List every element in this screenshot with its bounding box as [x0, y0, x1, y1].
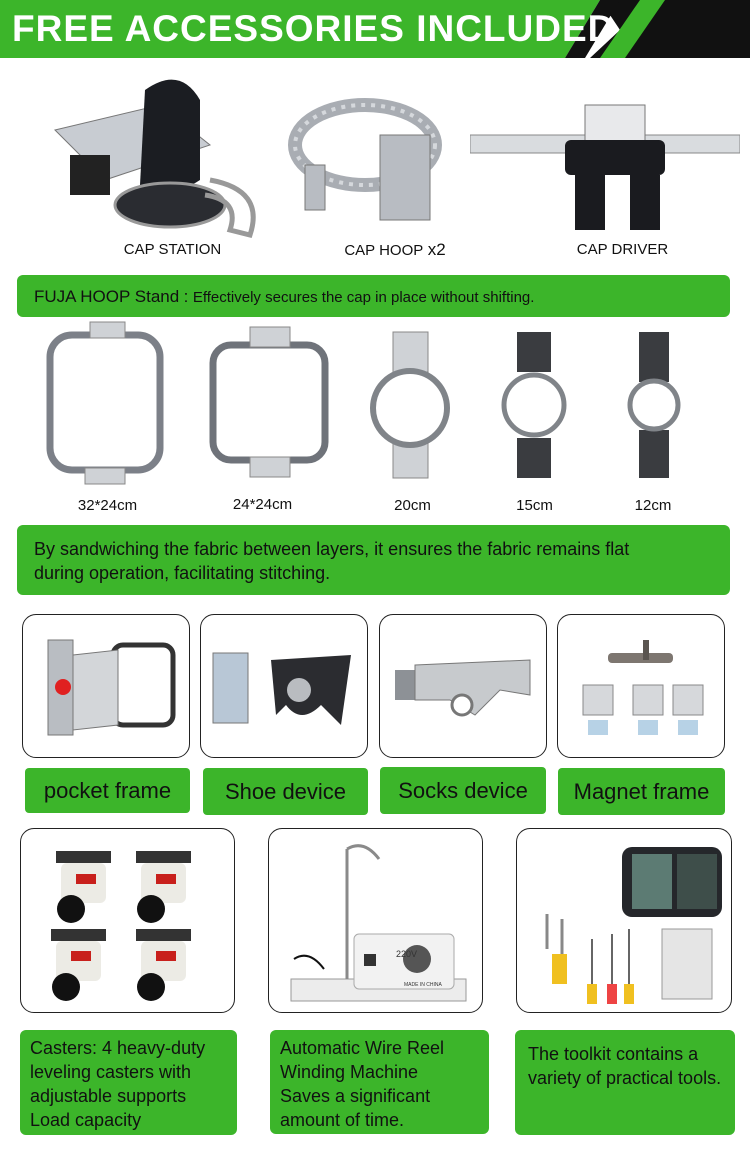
hoop-description-banner: By sandwiching the fabric between layers…: [17, 525, 730, 595]
hoop-15cm-caption: 15cm: [516, 497, 553, 514]
casters-description: Casters: 4 heavy-duty leveling casters w…: [20, 1030, 237, 1135]
header-banner: FREE ACCESSORIES INCLUDED: [0, 0, 750, 58]
hoop-12cm-caption: 12cm: [634, 497, 672, 514]
shoe-device-label: Shoe device: [203, 768, 368, 815]
socks-device-label: Socks device: [380, 767, 546, 814]
hoop-20cm-caption: 20cm: [394, 497, 431, 514]
toolkit-image: [545, 847, 722, 1004]
caster-3: [51, 929, 106, 1001]
casters-line-4: Load capacity: [30, 1110, 142, 1130]
magnet-frame-label: Magnet frame: [558, 768, 725, 815]
shoe-device-card: [200, 614, 368, 758]
hoop-20cm-image: [370, 331, 450, 479]
cap-driver-caption: CAP DRIVER: [576, 241, 669, 258]
cap-hoop-quantity: x2: [427, 240, 446, 259]
socks-device-image: [395, 659, 531, 717]
cap-hoop-caption: CAP HOOP: [344, 242, 424, 259]
winder-made-in-label: MADE IN CHINA: [404, 982, 442, 988]
caster-4: [136, 929, 191, 1001]
pocket-frame-card: [22, 614, 190, 758]
cap-station-caption: CAP STATION: [123, 241, 222, 258]
winder-line-4: amount of time.: [280, 1110, 405, 1130]
casters-line-2: leveling casters with: [30, 1062, 192, 1082]
caster-1: [56, 851, 111, 923]
toolkit-card: [516, 828, 732, 1013]
wire-winder-image: [290, 844, 467, 1002]
toolkit-line-2: variety of practical tools.: [528, 1068, 722, 1088]
hoop-description-line-2: during operation, facilitating stitching…: [34, 563, 331, 583]
cap-hoop-caption-group: CAP HOOP x2: [330, 240, 460, 260]
cap-hoop-image: [288, 98, 442, 221]
winder-line-2: Winding Machine: [280, 1062, 419, 1082]
wire-winder-card: 220V MADE IN CHINA: [268, 828, 483, 1013]
hoop-12cm-image: [627, 332, 681, 478]
cap-station-image: [54, 79, 256, 238]
caster-2: [136, 851, 191, 923]
toolkit-line-1: The toolkit contains a: [528, 1044, 699, 1064]
hoop-32x24-image: [46, 321, 164, 485]
socks-device-card: [379, 614, 547, 758]
winder-voltage-label: 220V: [396, 949, 418, 959]
hoop-15cm-image: [501, 332, 567, 478]
hoop-stand-banner: FUJA HOOP Stand : Effectively secures th…: [17, 275, 730, 317]
hoop-stand-text: Effectively secures the cap in place wit…: [192, 289, 535, 306]
casters-image: [51, 851, 191, 1001]
hoop-24x24-caption: 24*24cm: [232, 496, 293, 513]
pocket-frame-label: pocket frame: [25, 768, 190, 813]
header-band-graphic: [0, 0, 750, 58]
page-title: FREE ACCESSORIES INCLUDED: [12, 8, 616, 49]
hoop-description-line-1: By sandwiching the fabric between layers…: [34, 539, 630, 559]
wire-winder-description: Automatic Wire Reel Winding Machine Save…: [270, 1030, 489, 1134]
pocket-frame-image: [47, 639, 176, 736]
shoe-device-image: [212, 652, 351, 725]
toolkit-description: The toolkit contains a variety of practi…: [515, 1030, 735, 1135]
hoop-stand-title: FUJA HOOP Stand: [34, 287, 180, 306]
hoop-24x24-image: [209, 326, 329, 478]
cap-driver-image: [470, 104, 740, 230]
magnet-frame-image: [582, 640, 704, 735]
casters-card: [20, 828, 235, 1013]
winder-line-3: Saves a significant: [280, 1086, 431, 1106]
hoop-32x24-caption: 32*24cm: [77, 497, 138, 514]
casters-line-1: Casters: 4 heavy-duty: [30, 1038, 206, 1058]
winder-line-1: Automatic Wire Reel: [280, 1038, 445, 1058]
hoop-stand-separator: :: [183, 287, 189, 306]
casters-line-3: adjustable supports: [30, 1086, 187, 1106]
magnet-frame-card: [557, 614, 725, 758]
